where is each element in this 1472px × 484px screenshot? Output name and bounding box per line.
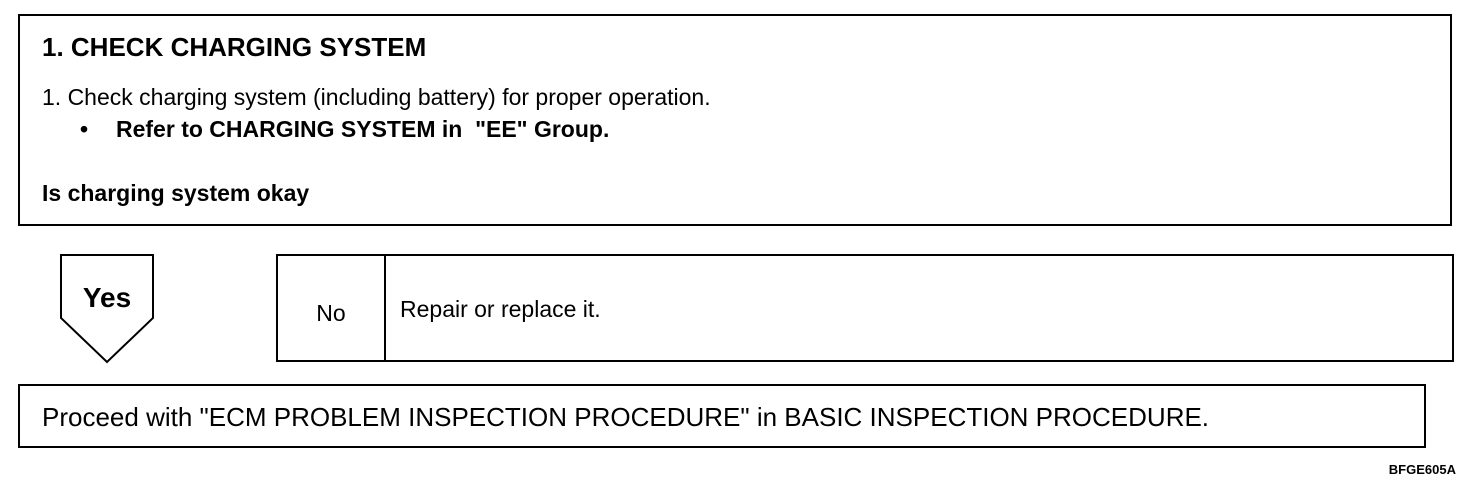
proceed-box: Proceed with "ECM PROBLEM INSPECTION PRO… [18, 384, 1426, 448]
proceed-text: Proceed with "ECM PROBLEM INSPECTION PRO… [42, 402, 1210, 432]
step-reference: • Refer to CHARGING SYSTEM in "EE" Group. [80, 116, 609, 143]
step-title: 1. CHECK CHARGING SYSTEM [42, 32, 427, 62]
no-label: No [278, 256, 386, 360]
figure-code: BFGE605A [1388, 462, 1456, 477]
step-reference-text: Refer to CHARGING SYSTEM in "EE" Group. [116, 116, 610, 142]
no-action-text: Repair or replace it. [400, 296, 601, 322]
no-branch-box: No Repair or replace it. [276, 254, 1454, 362]
yes-label: Yes [82, 282, 132, 313]
check-step-box: 1. CHECK CHARGING SYSTEM 1. Check chargi… [18, 14, 1452, 226]
yes-arrow-shape [60, 254, 154, 364]
step-question: Is charging system okay [42, 180, 310, 206]
bullet-icon: • [80, 116, 89, 142]
step-instruction: 1. Check charging system (including batt… [42, 84, 711, 110]
